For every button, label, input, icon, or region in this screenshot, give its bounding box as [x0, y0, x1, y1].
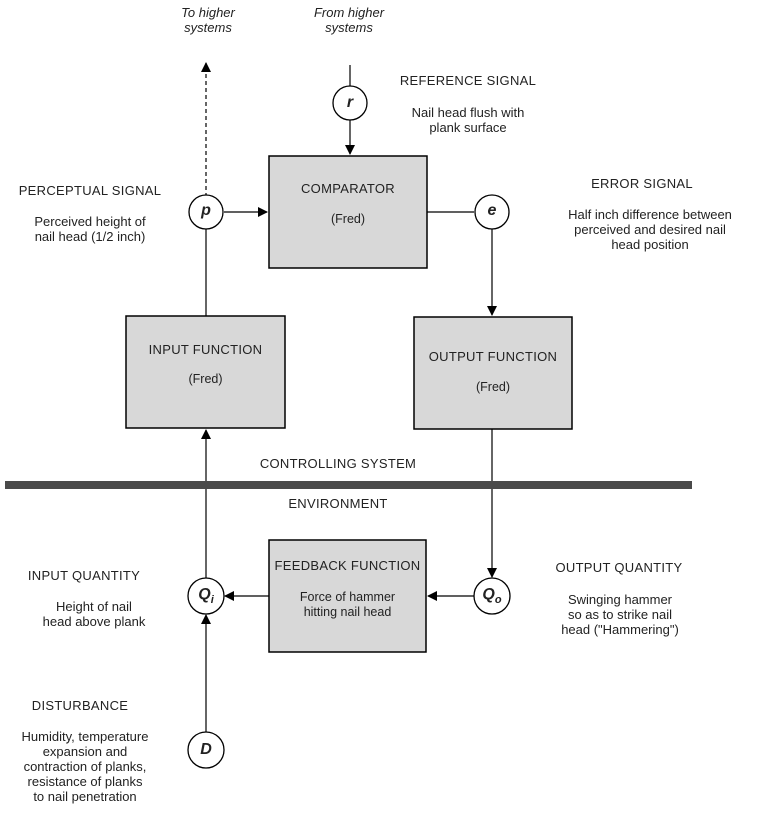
controlling-system-label: CONTROLLING SYSTEM [259, 456, 417, 471]
input-function-box [125, 315, 286, 429]
feedback-function-box [268, 539, 427, 653]
node-p-label: p [201, 202, 211, 219]
node-qi-circle [187, 577, 225, 615]
node-qo-q: Q [482, 586, 495, 603]
comparator-title: COMPARATOR [300, 181, 395, 196]
environment-label: ENVIRONMENT [288, 496, 388, 511]
node-qo-sub: o [494, 594, 502, 607]
node-qi-q: Q [198, 586, 211, 603]
system-environment-divider [5, 481, 692, 489]
input-quantity-header: INPUT QUANTITY [27, 568, 141, 583]
feedback-function-title: FEEDBACK FUNCTION [274, 558, 421, 573]
node-d-circle [187, 731, 225, 769]
output-quantity-header: OUTPUT QUANTITY [555, 560, 683, 575]
node-qi-label: Qi [188, 586, 224, 609]
node-p-circle [188, 194, 224, 230]
comparator-sub: (Fred) [330, 212, 366, 226]
input-function-title: INPUT FUNCTION [148, 342, 263, 357]
disturbance-header: DISTURBANCE [31, 698, 129, 713]
perceptual-signal-header: PERCEPTUAL SIGNAL [18, 183, 162, 198]
node-r-circle [332, 85, 368, 121]
node-e-label: e [487, 202, 497, 219]
node-qo-circle [473, 577, 511, 615]
node-qo-label: Qo [474, 586, 510, 609]
reference-signal-header: REFERENCE SIGNAL [399, 73, 537, 88]
output-function-title: OUTPUT FUNCTION [428, 349, 558, 364]
output-function-box [413, 316, 573, 430]
node-e-circle [474, 194, 510, 230]
output-function-sub: (Fred) [475, 380, 511, 394]
comparator-box [268, 155, 428, 269]
input-function-sub: (Fred) [188, 372, 223, 386]
node-qi-sub: i [210, 594, 214, 607]
error-signal-header: ERROR SIGNAL [591, 176, 693, 191]
node-r-label: r [346, 94, 354, 111]
node-d-label: D [200, 741, 212, 758]
